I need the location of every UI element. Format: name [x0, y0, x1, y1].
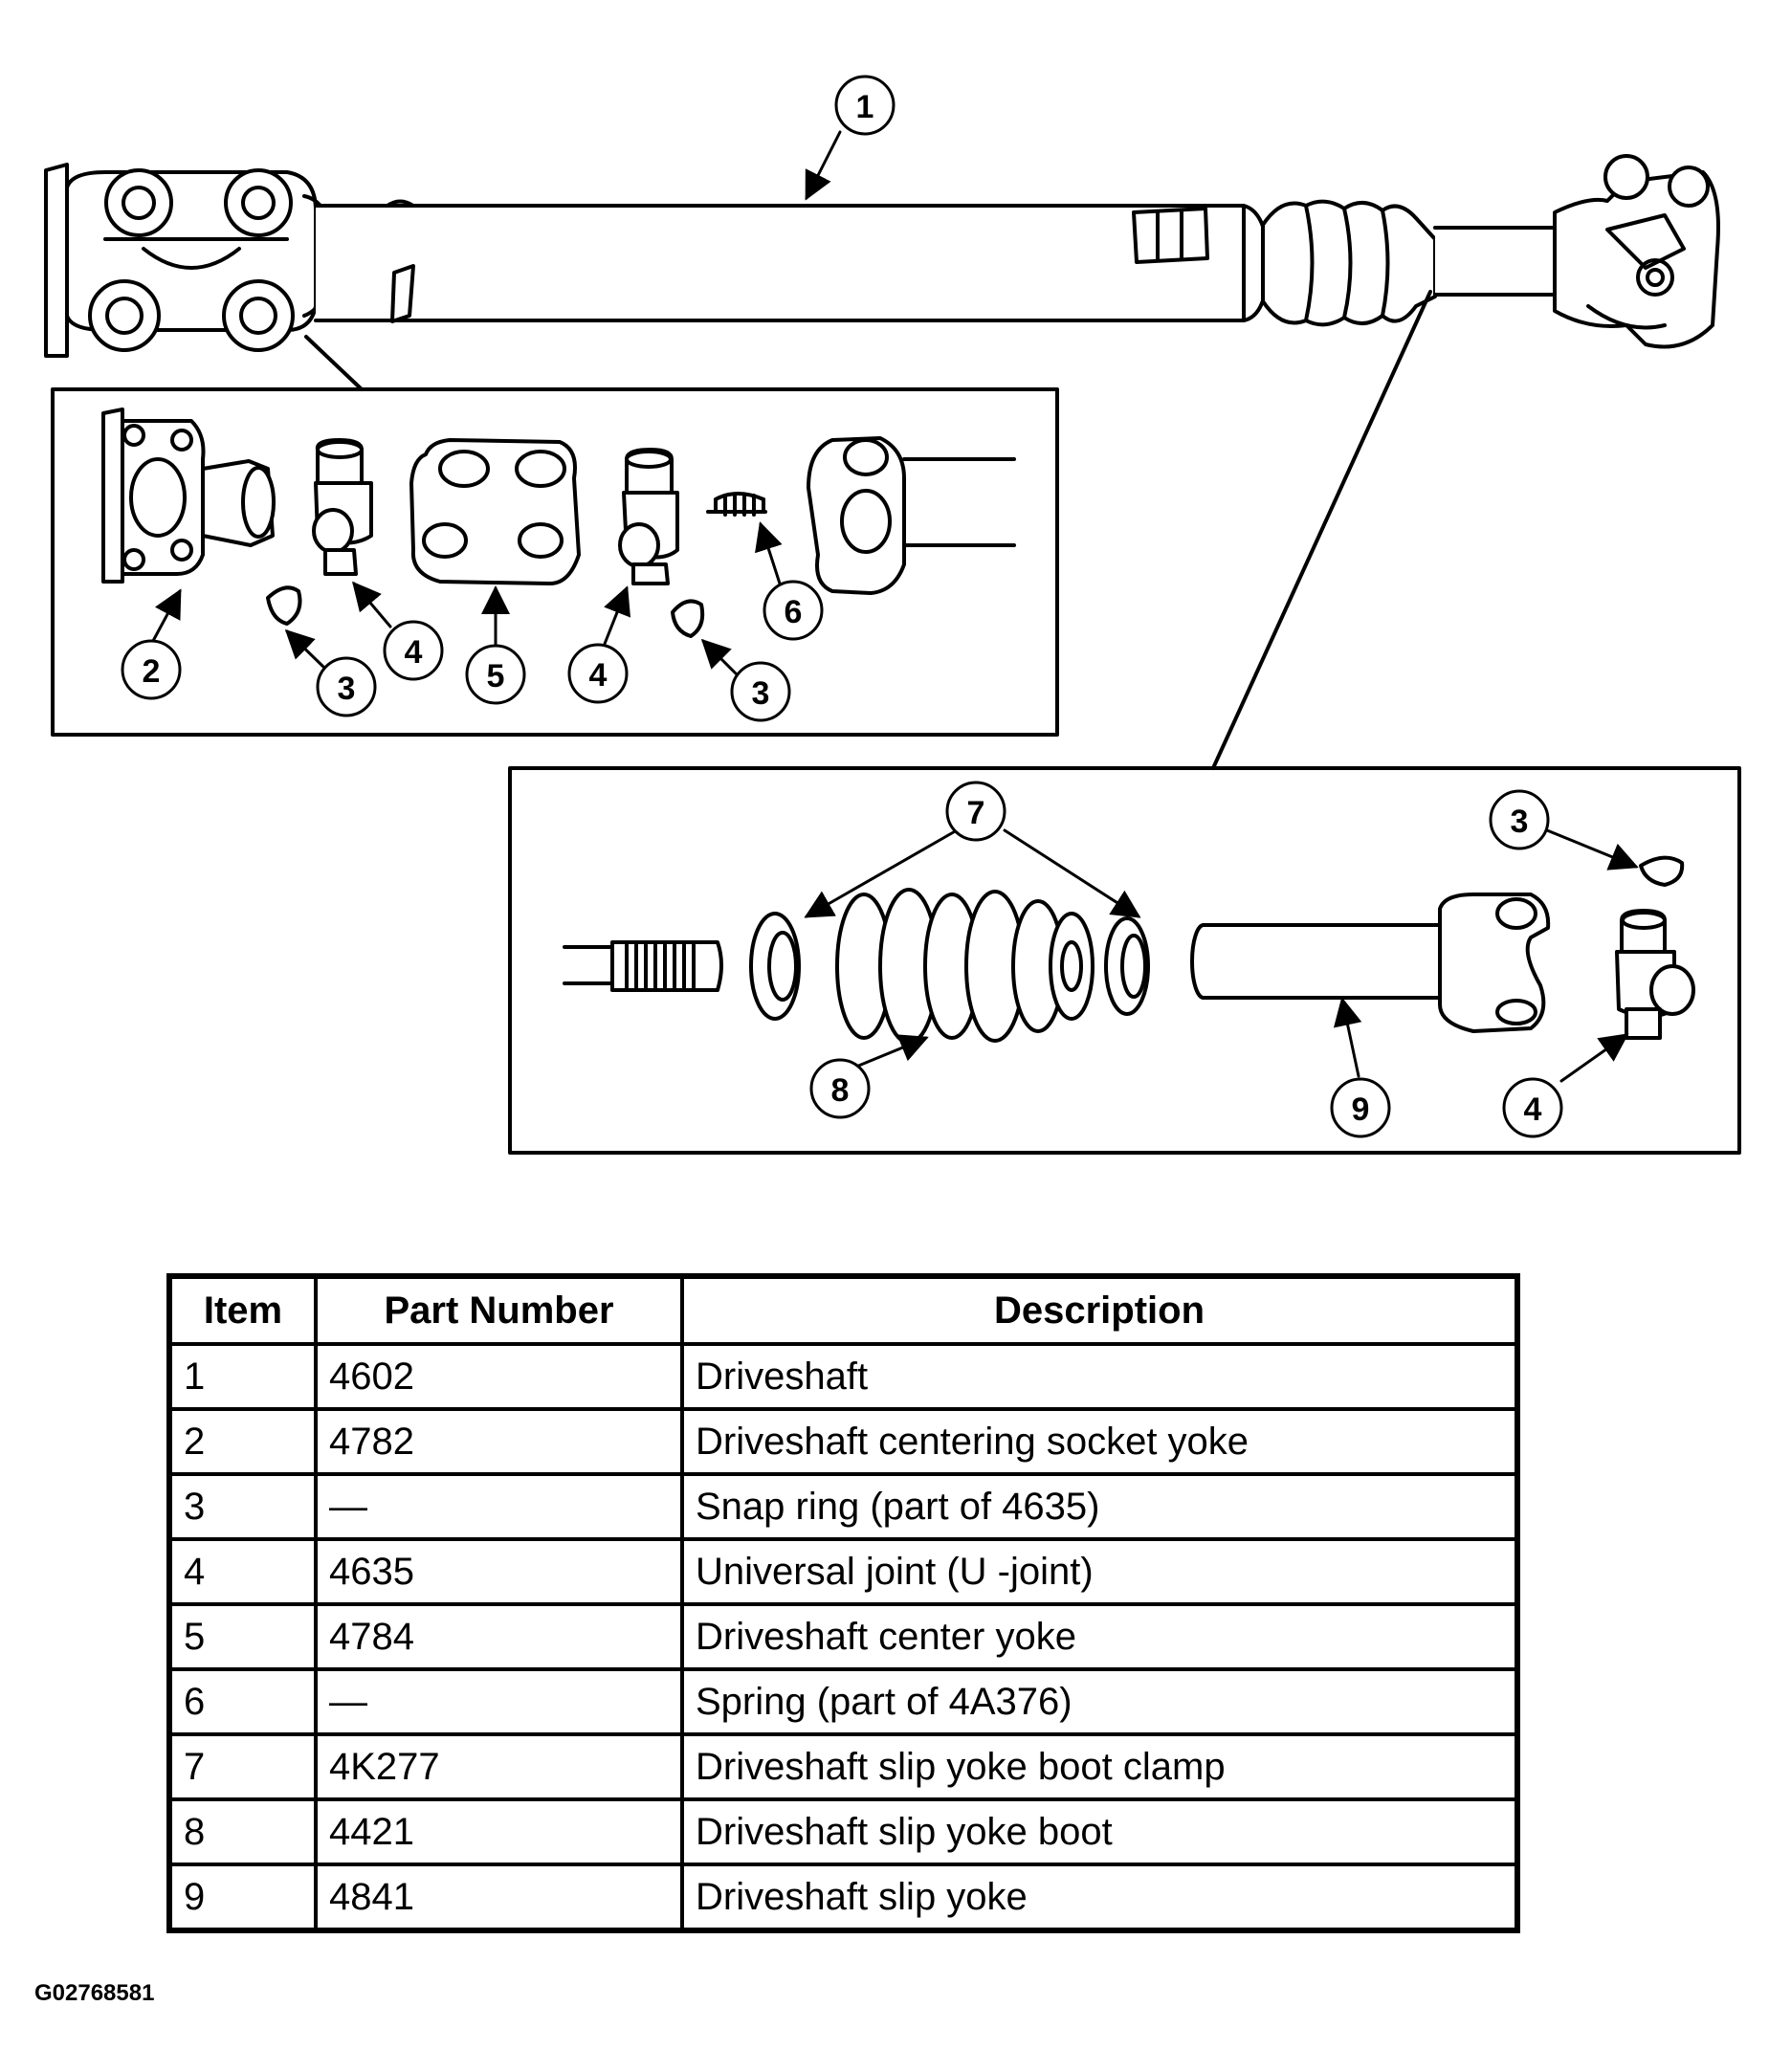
driveshaft-exploded-diagram: 1 2 3 4 5 4 3 6 7 3 8 9 4 — [44, 75, 1741, 1155]
callout-number: 2 — [143, 653, 161, 690]
cell-description: Driveshaft centering socket yoke — [680, 1407, 1519, 1476]
callout-6 — [763, 580, 824, 641]
cell-part-number: 4421 — [314, 1797, 684, 1866]
table-header-row: Item Part Number Description — [167, 1274, 1519, 1346]
snap-ring — [671, 599, 705, 638]
callout-9 — [1330, 1077, 1391, 1138]
cell-part-number: — — [314, 1472, 684, 1541]
boot-clamp — [1104, 916, 1150, 1016]
table-row: 6 — Spring (part of 4A376) — [167, 1667, 1519, 1736]
callout-number: 3 — [338, 671, 356, 707]
centering-socket-yoke — [101, 408, 276, 584]
callout-1 — [834, 75, 896, 136]
cell-part-number: 4841 — [314, 1863, 684, 1932]
header-item: Item — [167, 1274, 318, 1346]
cell-description: Driveshaft slip yoke — [680, 1863, 1519, 1932]
cell-part-number: 4602 — [314, 1342, 684, 1411]
cell-description: Driveshaft slip yoke boot clamp — [680, 1732, 1519, 1801]
table-row: 2 4782 Driveshaft centering socket yoke — [167, 1407, 1519, 1476]
parts-table: Item Part Number Description 1 4602 Driv… — [166, 1273, 1520, 1933]
lower-inset-box — [508, 766, 1741, 1155]
cell-item: 6 — [167, 1667, 318, 1736]
cell-part-number: 4K277 — [314, 1732, 684, 1801]
callout-number: 4 — [1524, 1091, 1542, 1128]
callout-4 — [1502, 1077, 1563, 1138]
callout-number: 1 — [856, 89, 874, 125]
cell-part-number: — — [314, 1667, 684, 1736]
table-row: 8 4421 Driveshaft slip yoke boot — [167, 1797, 1519, 1866]
cell-item: 4 — [167, 1537, 318, 1606]
slip-yoke-boot — [835, 888, 1095, 1045]
callout-4 — [383, 620, 444, 681]
callout-3 — [730, 661, 791, 722]
shaft-end-yoke — [807, 436, 1016, 595]
u-joint — [618, 448, 679, 585]
upper-inset-box — [51, 387, 1059, 737]
callout-number: 9 — [1352, 1091, 1370, 1128]
u-joint — [1615, 909, 1695, 1040]
cell-description: Snap ring (part of 4635) — [680, 1472, 1519, 1541]
cell-item: 7 — [167, 1732, 318, 1801]
callout-8 — [809, 1058, 871, 1119]
cell-item: 5 — [167, 1602, 318, 1671]
cell-item: 1 — [167, 1342, 318, 1411]
cell-description: Spring (part of 4A376) — [680, 1667, 1519, 1736]
callout-number: 4 — [589, 657, 608, 694]
cell-description: Driveshaft — [680, 1342, 1519, 1411]
cell-description: Driveshaft center yoke — [680, 1602, 1519, 1671]
callout-3 — [316, 656, 377, 717]
header-part-number: Part Number — [314, 1274, 684, 1346]
callout-3 — [1489, 789, 1550, 850]
cell-item: 9 — [167, 1863, 318, 1932]
cell-item: 8 — [167, 1797, 318, 1866]
table-row: 1 4602 Driveshaft — [167, 1342, 1519, 1411]
cell-part-number: 4635 — [314, 1537, 684, 1606]
callout-7 — [945, 781, 1006, 842]
snap-ring — [266, 585, 302, 626]
callout-5 — [465, 644, 526, 705]
u-joint — [312, 438, 373, 576]
cell-description: Universal joint (U -joint) — [680, 1537, 1519, 1606]
cell-part-number: 4784 — [314, 1602, 684, 1671]
table-row: 5 4784 Driveshaft center yoke — [167, 1602, 1519, 1671]
callout-number: 6 — [785, 594, 803, 630]
leader-arrows — [151, 130, 1639, 1083]
driveshaft-assembly — [44, 154, 1720, 358]
table-row: 4 4635 Universal joint (U -joint) — [167, 1537, 1519, 1606]
header-description: Description — [680, 1274, 1519, 1346]
slip-yoke — [1190, 893, 1551, 1033]
figure-reference-code: G02768581 — [34, 1980, 155, 2006]
spring — [706, 492, 767, 517]
callout-number: 3 — [1511, 804, 1529, 840]
callout-number: 3 — [752, 675, 770, 712]
upper-inset-leader — [304, 335, 364, 391]
callout-number: 7 — [967, 795, 985, 831]
lower-inset-leader — [1211, 290, 1432, 770]
cell-item: 2 — [167, 1407, 318, 1476]
callout-number: 4 — [405, 634, 423, 671]
cell-description: Driveshaft slip yoke boot — [680, 1797, 1519, 1866]
table-row: 9 4841 Driveshaft slip yoke — [167, 1863, 1519, 1932]
boot-clamp — [749, 912, 801, 1021]
cell-part-number: 4782 — [314, 1407, 684, 1476]
center-yoke — [409, 438, 581, 585]
callout-2 — [121, 639, 182, 700]
callout-number: 8 — [831, 1072, 850, 1109]
table-row: 7 4K277 Driveshaft slip yoke boot clamp — [167, 1732, 1519, 1801]
splined-shaft-end — [563, 940, 723, 992]
cell-item: 3 — [167, 1472, 318, 1541]
callout-4 — [567, 643, 629, 704]
snap-ring — [1639, 855, 1685, 887]
table-row: 3 — Snap ring (part of 4635) — [167, 1472, 1519, 1541]
callout-number: 5 — [487, 658, 505, 694]
